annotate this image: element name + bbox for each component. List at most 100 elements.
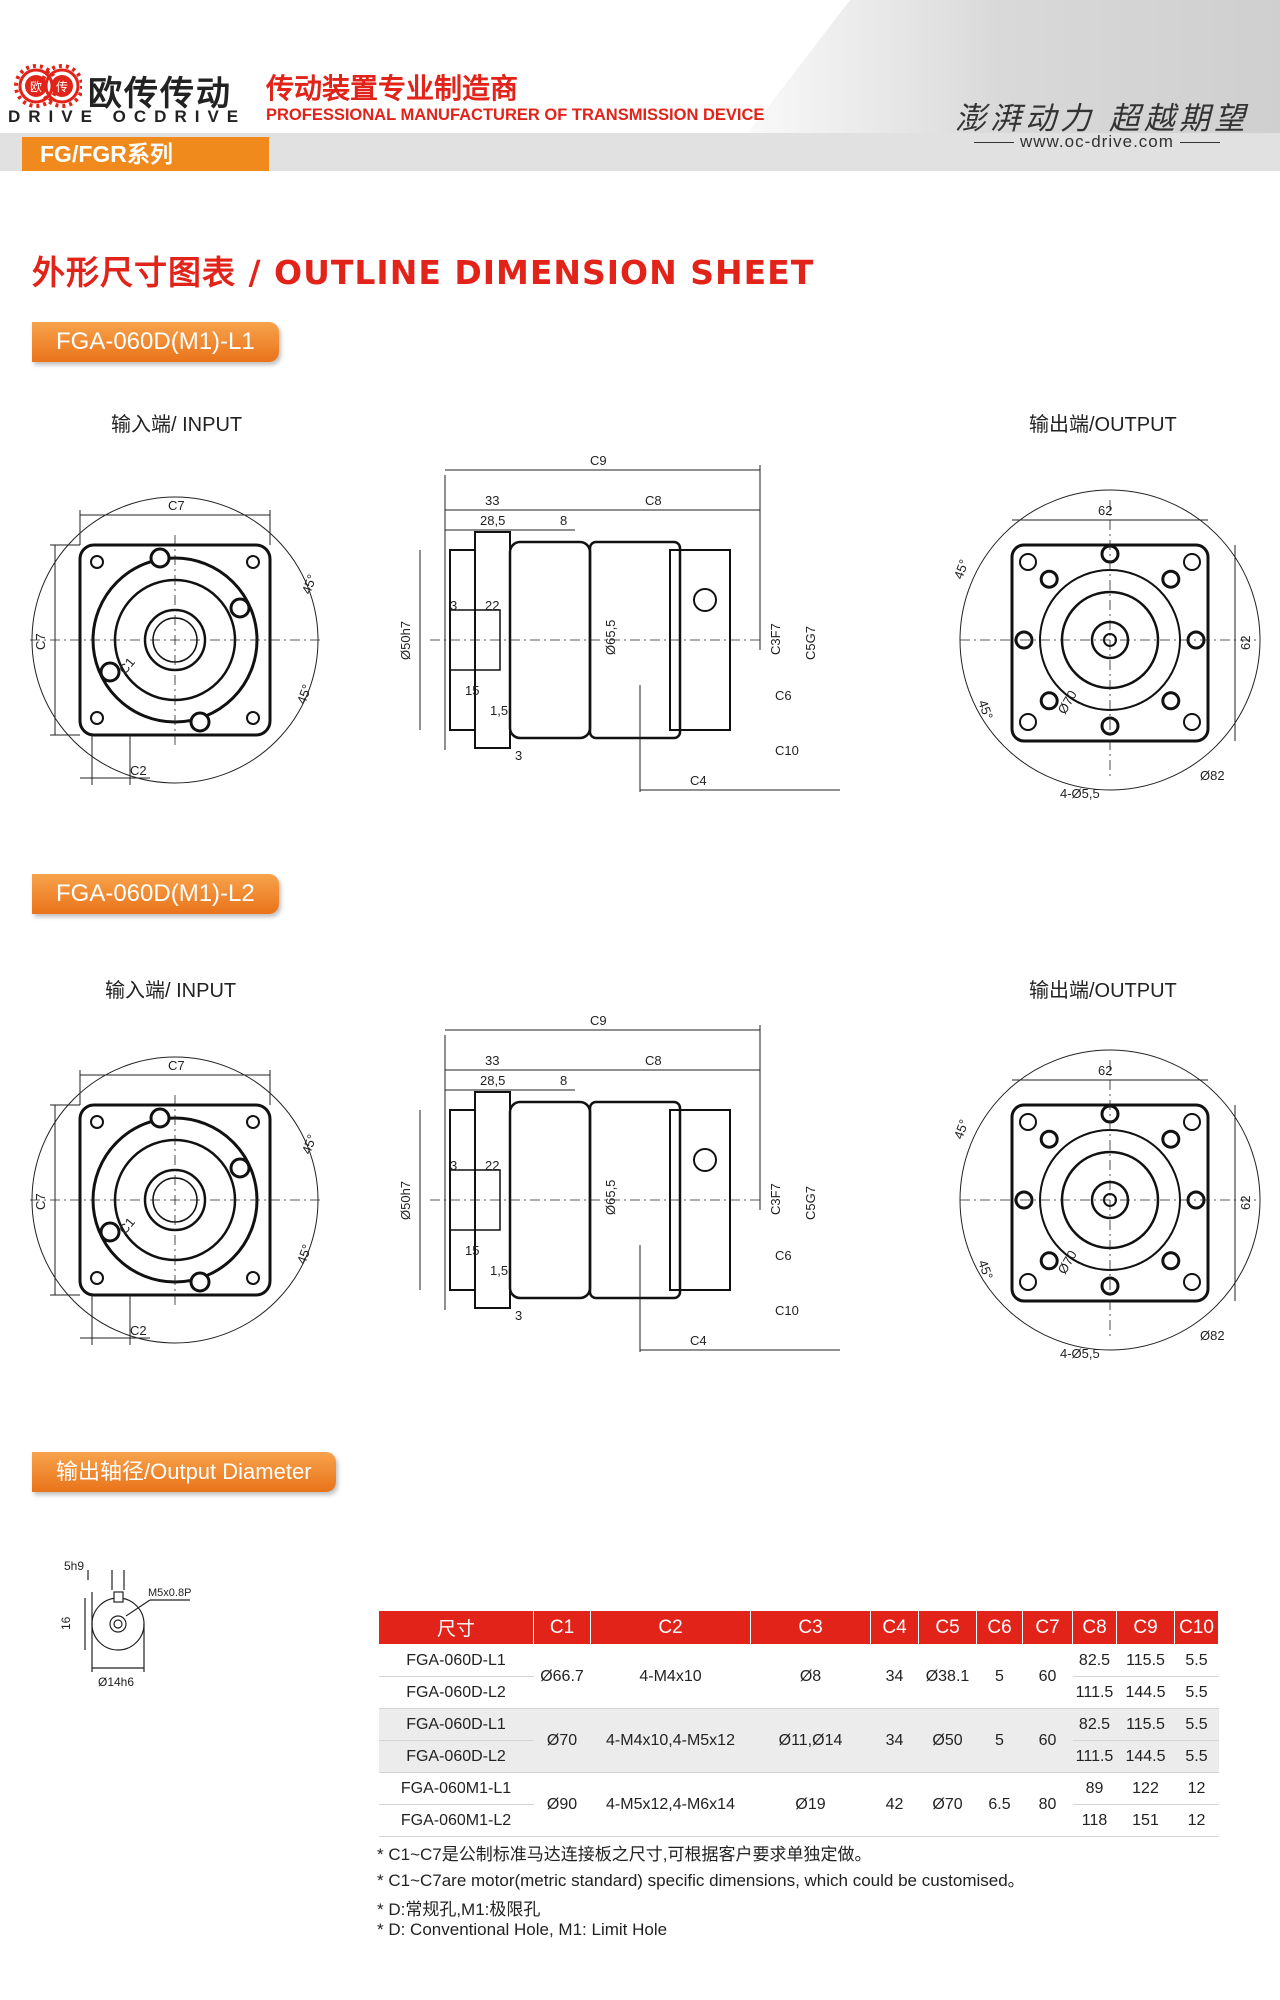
dim-label-c7-vertical: C7 bbox=[33, 633, 48, 650]
logo-char-right: 传 bbox=[56, 79, 68, 94]
col-header-c10: C10 bbox=[1174, 1610, 1219, 1645]
dim-label-c6: C6 bbox=[775, 688, 792, 703]
cell-c5: Ø50 bbox=[918, 1708, 977, 1773]
dim-label-d285: 28,5 bbox=[480, 1073, 505, 1088]
model-pill-l1: FGA-060D(M1)-L1 bbox=[32, 322, 279, 362]
dim-label-c8: C8 bbox=[645, 1053, 662, 1068]
cell-c4: 34 bbox=[870, 1708, 919, 1773]
cell-c5: Ø38.1 bbox=[918, 1644, 977, 1709]
output-corner-hole bbox=[1183, 1273, 1201, 1291]
cell-c10: 5.5 bbox=[1174, 1676, 1219, 1709]
cell-c2: 4-M4x10,4-M5x12 bbox=[590, 1708, 751, 1773]
dim-label-angle-top: 45° bbox=[299, 572, 320, 596]
cell-model: FGA-060D-L1 bbox=[378, 1644, 534, 1677]
cell-c8: 89 bbox=[1072, 1772, 1117, 1805]
cell-c10: 5.5 bbox=[1174, 1740, 1219, 1773]
dim-label-c2: C2 bbox=[130, 1323, 147, 1338]
bolt-hole bbox=[189, 711, 211, 733]
output-corner-hole bbox=[1019, 1273, 1037, 1291]
output-diameter-drawing: 5h9 16 M5x0.8P Ø14h6 bbox=[59, 1559, 191, 1689]
cell-c8: 118 bbox=[1072, 1804, 1117, 1837]
mount-hole bbox=[90, 1115, 104, 1129]
cell-c9: 151 bbox=[1116, 1804, 1175, 1837]
tagline-en: PROFESSIONAL MANUFACTURER OF TRANSMISSIO… bbox=[266, 106, 765, 124]
output-bolt-hole bbox=[1039, 691, 1059, 711]
dim-label-d33: 33 bbox=[485, 1053, 499, 1068]
model-pill-l2: FGA-060D(M1)-L2 bbox=[32, 874, 279, 914]
cell-c1: Ø66.7 bbox=[533, 1644, 591, 1709]
col-header-c1: C1 bbox=[533, 1610, 591, 1645]
col-header-c3: C3 bbox=[750, 1610, 871, 1645]
dim-label-d62-vertical: 62 bbox=[1238, 636, 1253, 650]
cell-c7: 60 bbox=[1022, 1708, 1073, 1773]
website-url: www.oc-drive.com bbox=[968, 132, 1226, 152]
bolt-hole bbox=[229, 1157, 251, 1179]
dim-label-d15: 15 bbox=[465, 683, 479, 698]
col-header-size: 尺寸 bbox=[378, 1610, 534, 1645]
dim-label-c7: C7 bbox=[168, 498, 185, 513]
note-3: * D:常规孔,M1:极限孔 bbox=[377, 1900, 541, 1919]
cell-c8: 111.5 bbox=[1072, 1740, 1117, 1773]
output-bolt-hole bbox=[1161, 1251, 1181, 1271]
cell-model: FGA-060M1-L2 bbox=[378, 1804, 534, 1837]
output-corner-hole bbox=[1183, 713, 1201, 731]
cell-model: FGA-060D-L2 bbox=[378, 1676, 534, 1709]
dim-label-c5: C5G7 bbox=[803, 626, 818, 660]
note-2: * C1~C7are motor(metric standard) specif… bbox=[377, 1871, 1025, 1890]
dim-label-c6: C6 bbox=[775, 1248, 792, 1263]
cell-c10: 12 bbox=[1174, 1804, 1219, 1837]
note-1: * C1~C7是公制标准马达连接板之尺寸,可根据客户要求单独定做。 bbox=[377, 1845, 872, 1864]
dim-label-out-angle-top: 45° bbox=[951, 1117, 972, 1141]
dim-label-c4: C4 bbox=[690, 773, 707, 788]
dim-label-d22: 22 bbox=[485, 1158, 499, 1173]
cell-c6: 5 bbox=[976, 1708, 1023, 1773]
output-bolt-hole bbox=[1039, 1251, 1059, 1271]
dim-label-d50: Ø50h7 bbox=[398, 621, 413, 660]
dim-label-d655: Ø65,5 bbox=[603, 1180, 618, 1215]
dim-label-c10: C10 bbox=[775, 743, 799, 758]
cell-c9: 122 bbox=[1116, 1772, 1175, 1805]
dim-label-c7-vertical: C7 bbox=[33, 1193, 48, 1210]
col-header-c2: C2 bbox=[590, 1610, 751, 1645]
dim-label-d3: 3 bbox=[450, 1158, 457, 1173]
bolt-hole bbox=[189, 1271, 211, 1293]
bolt-hole bbox=[99, 1221, 121, 1243]
dim-label-c10: C10 bbox=[775, 1303, 799, 1318]
dim-label-d22: 22 bbox=[485, 598, 499, 613]
cell-c8: 111.5 bbox=[1072, 1676, 1117, 1709]
dim-label-c9: C9 bbox=[590, 1013, 607, 1028]
dim-label-d50: Ø50h7 bbox=[398, 1181, 413, 1220]
cell-c6: 6.5 bbox=[976, 1772, 1023, 1837]
output-corner-hole bbox=[1019, 553, 1037, 571]
shaft-height-label: 16 bbox=[59, 1616, 73, 1630]
cell-c7: 60 bbox=[1022, 1644, 1073, 1709]
dim-label-d15: 15 bbox=[465, 1243, 479, 1258]
dim-label-d62: 62 bbox=[1098, 1063, 1112, 1078]
cell-c8: 82.5 bbox=[1072, 1708, 1117, 1741]
output-corner-hole bbox=[1183, 553, 1201, 571]
dim-label-holes: 4-Ø5,5 bbox=[1060, 786, 1100, 801]
dim-label-holes: 4-Ø5,5 bbox=[1060, 1346, 1100, 1361]
dim-label-d62: 62 bbox=[1098, 503, 1112, 518]
dim-label-out-angle-top: 45° bbox=[951, 557, 972, 581]
dim-label-d3-bottom: 3 bbox=[515, 748, 522, 763]
grease-port bbox=[693, 1148, 717, 1172]
header-white-panel bbox=[0, 0, 850, 133]
output-bolt-hole bbox=[1039, 1129, 1059, 1149]
bolt-hole bbox=[149, 1107, 171, 1129]
mount-hole bbox=[90, 555, 104, 569]
bolt-hole bbox=[229, 597, 251, 619]
dim-label-d8: 8 bbox=[560, 513, 567, 528]
input-label-l1: 输入端/ INPUT bbox=[111, 414, 243, 436]
cell-model: FGA-060M1-L1 bbox=[378, 1772, 534, 1805]
mount-hole bbox=[90, 711, 104, 725]
cell-model: FGA-060D-L1 bbox=[378, 1708, 534, 1741]
cell-c9: 115.5 bbox=[1116, 1708, 1175, 1741]
